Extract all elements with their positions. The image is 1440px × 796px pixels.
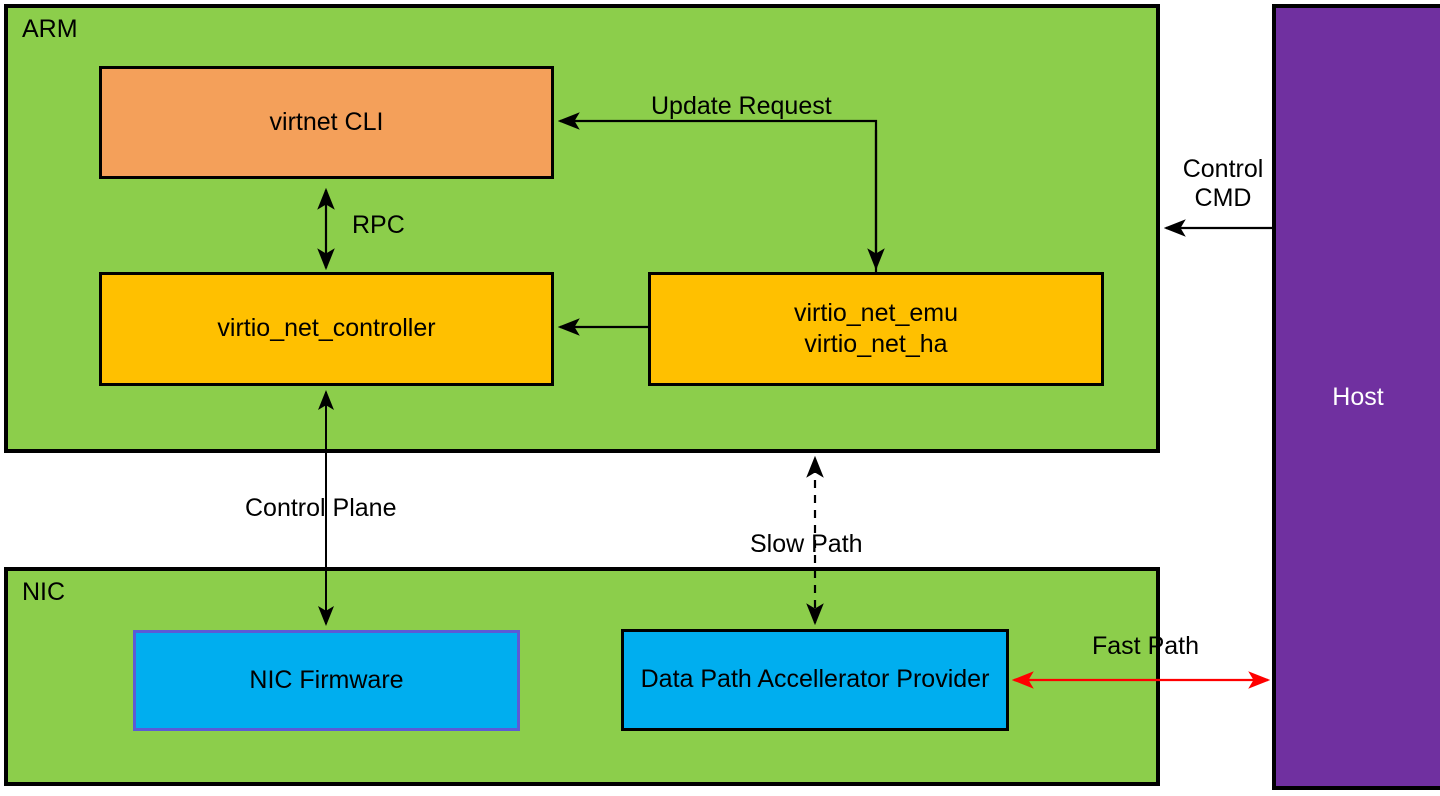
zone-host: Host [1272, 4, 1440, 790]
edge-label-control-cmd-line1: Control [1182, 155, 1264, 183]
box-virtio-net-emu[interactable]: virtio_net_emu virtio_net_ha [648, 272, 1104, 386]
box-data-path-accelerator-label: Data Path Accellerator Provider [640, 665, 990, 694]
box-data-path-accelerator[interactable]: Data Path Accellerator Provider [621, 629, 1009, 731]
box-virtio-net-controller-label: virtio_net_controller [217, 314, 436, 343]
box-virtio-net-emu-line2: virtio_net_ha [804, 330, 948, 358]
box-virtnet-cli-label: virtnet CLI [269, 107, 384, 136]
box-virtnet-cli[interactable]: virtnet CLI [99, 66, 554, 179]
box-virtio-net-controller[interactable]: virtio_net_controller [99, 272, 554, 386]
box-virtio-net-emu-line1: virtio_net_emu [794, 298, 958, 327]
edge-label-update-request: Update Request [651, 92, 832, 120]
edge-label-control-cmd: Control CMD [1177, 155, 1269, 213]
zone-arm-label: ARM [22, 15, 78, 43]
box-virtio-net-emu-text: virtio_net_emu virtio_net_ha [794, 298, 958, 361]
zone-host-label: Host [1332, 382, 1384, 411]
edge-label-rpc: RPC [352, 211, 405, 239]
box-nic-firmware[interactable]: NIC Firmware [133, 630, 520, 731]
edge-label-slow-path: Slow Path [750, 530, 863, 558]
edge-label-fast-path: Fast Path [1092, 632, 1199, 660]
zone-nic-label: NIC [22, 578, 66, 606]
edge-label-control-cmd-line2: CMD [1194, 183, 1252, 212]
box-nic-firmware-label: NIC Firmware [249, 665, 404, 694]
edge-label-control-plane: Control Plane [245, 494, 397, 522]
